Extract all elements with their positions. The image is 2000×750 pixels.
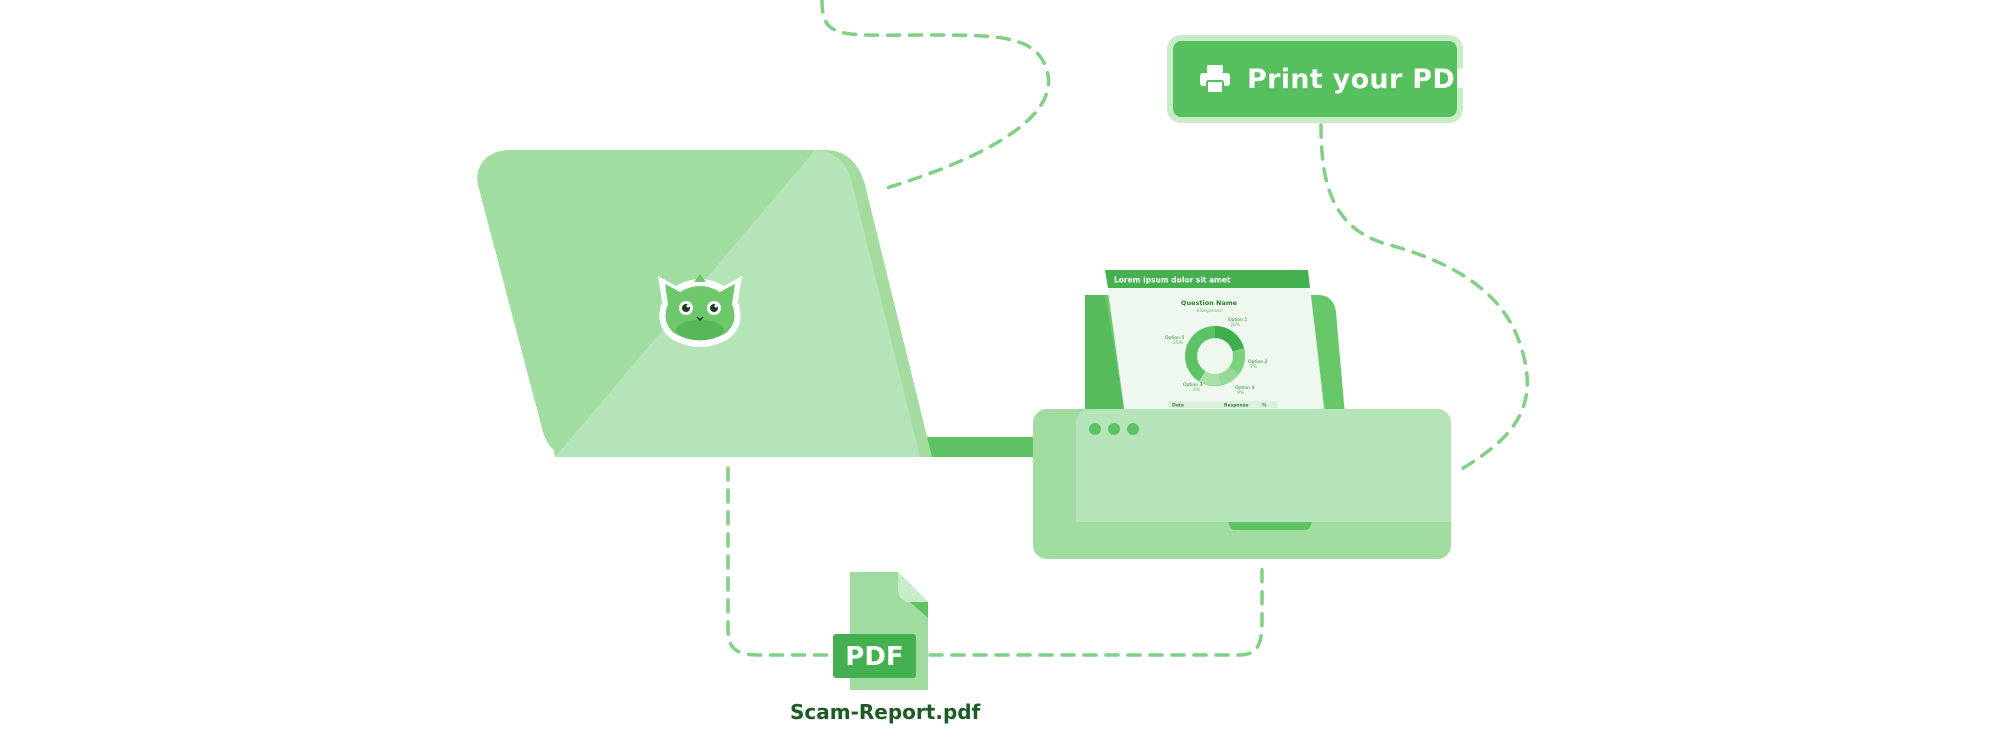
document-header-bar	[1105, 270, 1310, 288]
printer-light-3	[1127, 423, 1139, 435]
connector-button-to-printer	[1319, 123, 1529, 472]
document-option-labels: Option 1 30% Option 2 7% Option 3 4% Opt…	[1165, 317, 1267, 396]
table-header-response: Response	[1224, 403, 1248, 409]
document-responses: 8 Responses	[1196, 308, 1221, 313]
document-table-header	[1168, 401, 1278, 408]
option-5-label: Option 5	[1165, 335, 1184, 341]
printer-tray-front	[1085, 295, 1125, 415]
table-header-percent: %	[1262, 403, 1267, 409]
laptop	[477, 150, 932, 457]
pdf-badge	[833, 634, 916, 678]
connector-file-to-printer	[928, 558, 1264, 657]
printed-document: Lorem ipsum dolor sit amet Question Name…	[1105, 270, 1325, 415]
connector-laptop-to-file	[726, 466, 837, 657]
printer-bottom	[1076, 522, 1451, 559]
option-4-label: Option 4	[1235, 385, 1254, 391]
document-question-name: Question Name	[1181, 299, 1238, 307]
document-header-title: Lorem ipsum dolor sit amet	[1114, 276, 1231, 285]
option-3-label: Option 3	[1183, 382, 1202, 388]
option-1-label: Option 1	[1228, 317, 1247, 323]
option-2-label: Option 2	[1248, 359, 1267, 365]
cat-sticker-icon	[658, 274, 742, 347]
print-pdf-button[interactable]: Print your PDF	[1167, 35, 1474, 123]
printer	[1033, 409, 1451, 559]
printer-paper-slot	[1228, 522, 1312, 530]
table-header-data: Data	[1172, 403, 1184, 409]
printer-light-2	[1108, 423, 1120, 435]
option-2-value: 7%	[1250, 364, 1258, 370]
printer-light-1	[1089, 423, 1101, 435]
printer-icon	[1199, 64, 1231, 94]
laptop-base-bar	[920, 437, 1040, 457]
option-4-value: 9%	[1237, 390, 1245, 396]
printer-body	[1076, 409, 1451, 522]
pdf-badge-label: PDF	[845, 642, 903, 672]
option-5-value: 25%	[1173, 340, 1184, 346]
pdf-file-fold	[898, 572, 928, 602]
print-pdf-button-label: Print your PDF	[1247, 63, 1474, 95]
file-name-label: Scam-Report.pdf	[790, 700, 981, 724]
document-donut-chart	[1185, 325, 1246, 386]
pdf-file-fold-shadow	[910, 602, 928, 618]
option-3-value: 4%	[1193, 387, 1201, 393]
option-1-value: 30%	[1230, 322, 1241, 328]
connector-top	[820, 0, 1051, 192]
dashed-connectors	[726, 0, 1529, 657]
pdf-file-icon: PDF	[833, 572, 928, 690]
